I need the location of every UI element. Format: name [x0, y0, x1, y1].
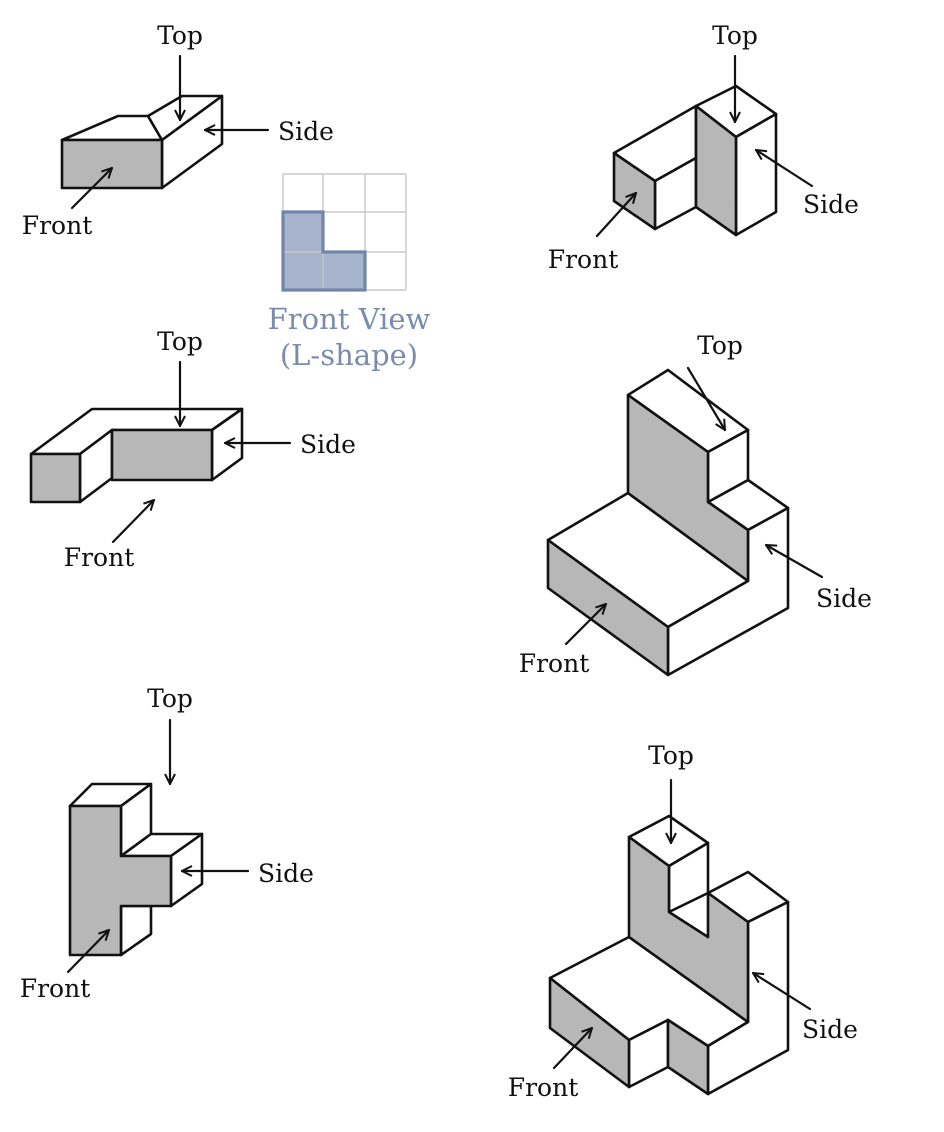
inset-l-cell-top: [283, 212, 323, 252]
figure-5-top-label: Top: [147, 684, 193, 713]
figure-4-top-label: Top: [697, 331, 743, 360]
inset-l-cell-bottom-left: [283, 252, 323, 290]
figure-6-side-label: Side: [802, 1015, 858, 1044]
figure-6-slotted-block: Top Side Front: [508, 741, 858, 1102]
figure-5-t-block: Top Side Front: [20, 684, 314, 1003]
inset-subtitle: (L-shape): [280, 338, 418, 372]
figure-5-front-label: Front: [20, 974, 91, 1003]
figure-3-side-label: Side: [300, 430, 356, 459]
front-view-inset: Front View (L-shape): [268, 173, 431, 372]
figure-2-side-label: Side: [803, 190, 859, 219]
inset-title: Front View: [268, 302, 431, 336]
figure-4-front-label: Front: [519, 649, 590, 678]
figure-1-side-label: Side: [278, 117, 334, 146]
figure-5-side-label: Side: [258, 859, 314, 888]
figure-1-stepped-block: Top Side Front: [22, 21, 334, 240]
figure-4-large-step: Top Side Front: [519, 331, 872, 678]
figure-3-front-label: Front: [64, 543, 135, 572]
figure-3-u-block: Top Side Front: [29, 327, 356, 572]
figure-2-front-label: Front: [548, 245, 619, 274]
figure-6-top-label: Top: [648, 741, 694, 770]
figure-6-front-label: Front: [508, 1073, 579, 1102]
inset-l-shape-outline: [281, 210, 367, 292]
inset-l-cell-bottom-right: [323, 252, 365, 290]
figure-1-top-label: Top: [157, 21, 203, 50]
figure-2-top-label: Top: [712, 21, 758, 50]
figure-1-front-label: Front: [22, 211, 93, 240]
figure-3-top-label: Top: [157, 327, 203, 356]
figure-4-side-label: Side: [816, 584, 872, 613]
figure-2-tower-block: Top Side Front: [548, 21, 859, 274]
